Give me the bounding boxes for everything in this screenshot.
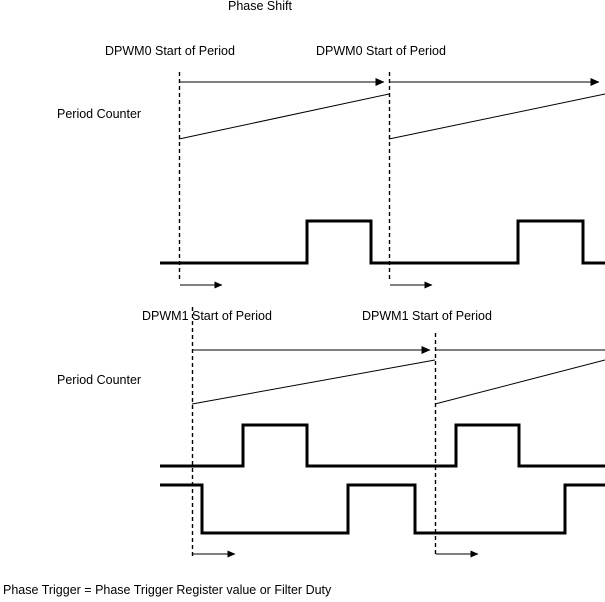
figure-caption: Phase Trigger = Phase Trigger Register v… (3, 583, 332, 597)
dpwm0-output-waveform (160, 219, 605, 265)
dpwm0-ramp-2 (388, 93, 605, 140)
period-counter-label-top: Period Counter (57, 107, 141, 121)
dpwm1-output-waveform (160, 423, 605, 468)
dpwm0-start-label-2: DPWM0 Start of Period (316, 44, 446, 58)
dpwm1-ramp-1 (191, 359, 436, 405)
dpwm1-complement-waveform (160, 483, 605, 535)
dpwm1-start-label-2: DPWM1 Start of Period (362, 309, 492, 323)
dpwm1-start-label-1: DPWM1 Start of Period (142, 309, 272, 323)
dpwm0-ramp-1 (178, 93, 390, 140)
figure-title: Phase Shift (228, 0, 292, 13)
period-counter-label-bottom: Period Counter (57, 373, 141, 387)
dpwm1-ramp-2 (434, 359, 605, 405)
dpwm0-start-label-1: DPWM0 Start of Period (105, 44, 235, 58)
